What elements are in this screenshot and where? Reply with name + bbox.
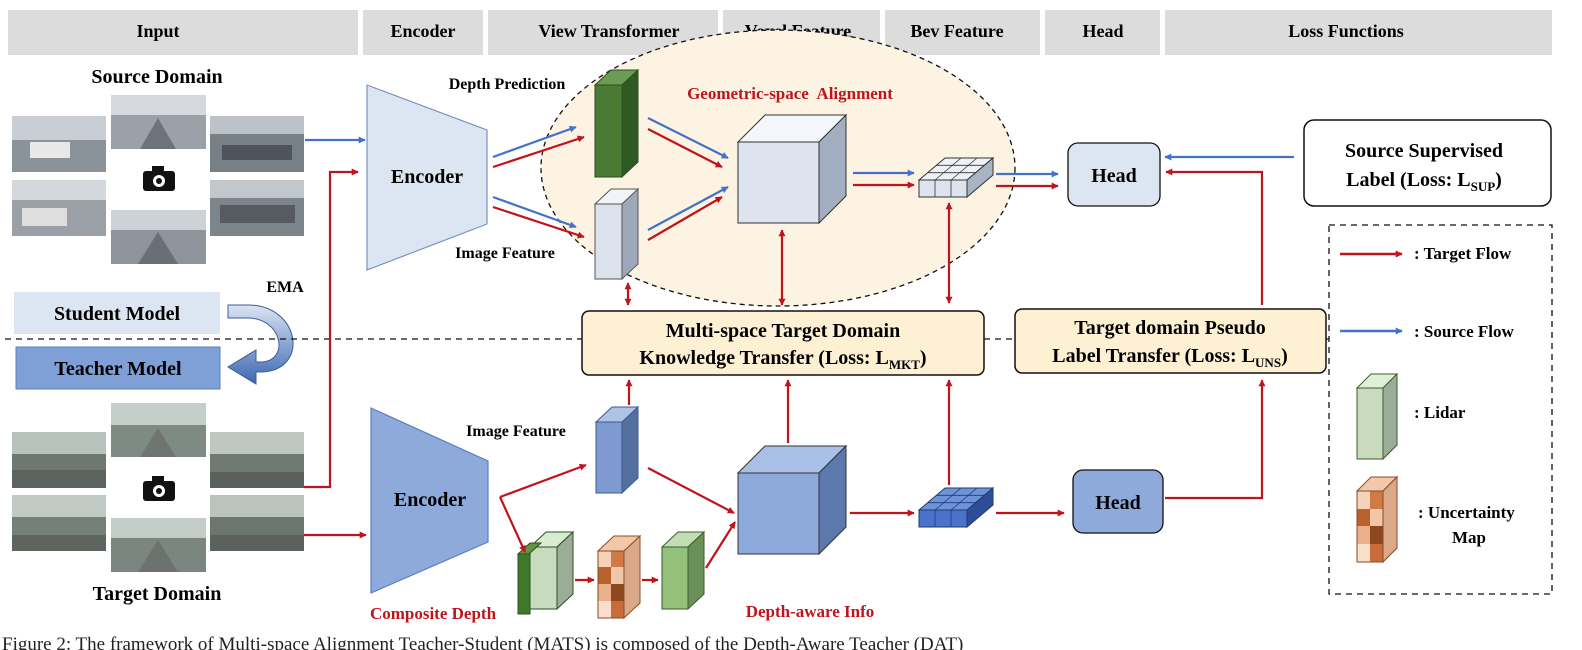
target-head-label: Head xyxy=(1095,492,1141,514)
source-image-feature xyxy=(593,187,640,281)
header-encoder: Encoder xyxy=(391,21,456,41)
source-domain-label: Source Domain xyxy=(91,66,222,88)
teacher-model-label: Teacher Model xyxy=(54,358,182,380)
header-view-transformer: View Transformer xyxy=(538,21,679,41)
legend-lidar-label: : Lidar xyxy=(1414,403,1466,422)
legend-uncertainty-line2: Map xyxy=(1452,528,1486,547)
legend-uncertainty-line1: : Uncertainty xyxy=(1418,503,1515,522)
target-image-6 xyxy=(210,495,304,551)
target-bev-grid xyxy=(917,486,995,529)
pseudo-line1: Target domain Pseudo xyxy=(1074,317,1266,339)
camera-icon-target xyxy=(143,476,175,501)
source-image-6 xyxy=(210,180,304,236)
source-head-box xyxy=(1067,142,1161,207)
legend-target-flow-label: : Target Flow xyxy=(1414,244,1512,263)
header-cell-encoder xyxy=(363,10,483,55)
composite-depth-label: Composite Depth xyxy=(370,604,497,623)
uncertainty-map-feature xyxy=(596,534,642,620)
target-image-feature-label: Image Feature xyxy=(466,423,566,440)
pseudo-label-box xyxy=(1014,308,1327,374)
source-image-feature-label: Image Feature xyxy=(455,245,555,262)
target-head-box xyxy=(1072,469,1164,534)
legend-lidar-icon xyxy=(1355,372,1399,461)
source-camera-images: Source Domain xyxy=(12,66,304,264)
depth-prediction-feature xyxy=(593,68,640,179)
source-encoder-label: Encoder xyxy=(391,166,463,188)
ema-label: EMA xyxy=(266,279,304,296)
target-image-3 xyxy=(210,432,304,488)
target-domain-label: Target Domain xyxy=(93,583,222,605)
target-flow-arrows xyxy=(304,128,1266,584)
target-image-2 xyxy=(111,403,206,457)
legend-uncertainty-icon xyxy=(1355,475,1399,564)
header-bar: Input Encoder View Transformer Voxel Fea… xyxy=(8,10,1552,55)
depth-prediction-label: Depth Prediction xyxy=(449,76,566,93)
header-input: Input xyxy=(136,21,179,41)
header-head: Head xyxy=(1082,21,1123,41)
header-cell-input xyxy=(8,10,358,55)
source-head-label: Head xyxy=(1091,165,1137,187)
mkt-line1: Multi-space Target Domain xyxy=(666,320,900,342)
figure-caption: Figure 2: The framework of Multi-space A… xyxy=(2,634,963,650)
mkt-box xyxy=(581,310,985,376)
header-loss-functions: Loss Functions xyxy=(1288,21,1404,41)
pseudo-line2: Label Transfer (Loss: LUNS) xyxy=(1052,345,1287,370)
source-bev-grid xyxy=(917,156,995,199)
depth-aware-info-label: Depth-aware Info xyxy=(746,602,875,621)
camera-icon xyxy=(143,166,175,191)
student-model-label: Student Model xyxy=(54,303,181,325)
source-image-2 xyxy=(111,95,206,149)
geometric-alignment-label: Geometric-space Alignment xyxy=(687,84,893,103)
target-image-4 xyxy=(12,495,106,551)
source-voxel-cube xyxy=(736,113,848,225)
header-cell-bev xyxy=(885,10,1040,55)
mkt-line2: Knowledge Transfer (Loss: LMKT) xyxy=(639,347,926,372)
target-camera-images: Target Domain xyxy=(12,403,304,605)
teacher-model-box xyxy=(15,346,221,390)
legend-source-flow-label: : Source Flow xyxy=(1414,322,1515,341)
source-image-5 xyxy=(111,210,206,264)
header-cell-loss xyxy=(1165,10,1552,55)
target-image-feature xyxy=(594,405,640,495)
target-voxel-cube xyxy=(736,444,848,556)
target-image-1 xyxy=(12,432,106,488)
target-image-5 xyxy=(111,518,206,572)
source-supervised-line1: Source Supervised xyxy=(1345,140,1503,162)
source-image-1 xyxy=(12,116,106,172)
ema-curved-arrow xyxy=(227,304,294,385)
source-supervised-line2: Label (Loss: LSUP) xyxy=(1346,169,1502,194)
composite-depth-feature xyxy=(516,530,575,615)
source-encoder xyxy=(366,84,488,271)
target-encoder-label: Encoder xyxy=(394,489,466,511)
source-supervised-label-box xyxy=(1303,119,1552,207)
student-model-box xyxy=(14,292,220,334)
header-bev-feature: Bev Feature xyxy=(910,21,1003,41)
source-image-4 xyxy=(12,180,106,236)
target-encoder xyxy=(370,407,489,594)
header-cell-head xyxy=(1045,10,1160,55)
source-flow-arrows xyxy=(305,117,1294,231)
depth-aware-info-feature xyxy=(660,530,706,611)
source-image-3 xyxy=(210,116,304,172)
